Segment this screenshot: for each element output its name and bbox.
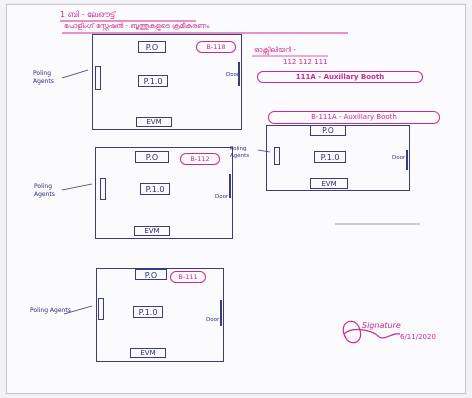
booth-3-door-label: Door (206, 317, 220, 323)
note-line-2: 112 112 111 (283, 58, 328, 66)
booth-4-door-gap (406, 150, 408, 170)
booth-room-1 (92, 34, 242, 130)
signature-mark (342, 320, 401, 344)
booth-4-po: P.O (310, 125, 346, 136)
note-line-1: ഓക്സിലിയറി - (254, 46, 296, 54)
booth-1-agents-label: Poling Agents (33, 70, 54, 85)
booth-4-evm: EVM (310, 178, 348, 189)
booth-2-number: B-112 (180, 153, 220, 165)
booth-4-agents-label: Poling Agents (230, 146, 250, 159)
layout-subtitle: പോളിംഗ് സ്റ്റേഷൻ - ബൂത്തുകളുടെ ക്രമീകരണം (64, 22, 210, 30)
booth-2-po: P.O (135, 151, 169, 163)
booth-3-door-gap (220, 300, 222, 326)
layout-title: 1 ബി - ലേഔട്ട് (60, 10, 116, 19)
booth-2-pro: P.1.0 (140, 183, 170, 195)
booth-3-pro: P.1.0 (133, 306, 163, 318)
booth-3-evm: EVM (130, 348, 166, 358)
booth-2-door-gap (229, 174, 231, 198)
booth-3-agents-bench (98, 298, 104, 320)
booth-3-po: P.O (135, 269, 167, 280)
auxiliary-banner: 111A - Auxillary Booth (257, 71, 423, 83)
booth-1-agents-bench (95, 66, 101, 90)
booth-1-number: B-118 (196, 41, 236, 53)
booth-4-number: B-111A - Auxillary Booth (268, 111, 440, 124)
agents-arrow-4 (257, 149, 271, 153)
booth-1-pro: P.1.0 (138, 75, 168, 87)
booth-3-agents-label: Poling Agents (30, 307, 71, 314)
booth-3-number: B-111 (170, 271, 206, 283)
booth-4-pro: P.1.0 (314, 151, 346, 163)
booth-2-door-label: Door (215, 194, 229, 200)
booth-1-evm: EVM (136, 117, 172, 127)
booth-2-evm: EVM (134, 226, 170, 236)
agents-arrow-2 (61, 183, 93, 191)
paper-sheet (6, 4, 466, 394)
booth-4-agents-bench (274, 147, 280, 165)
booth-2-agents-label: Poling Agents (34, 183, 55, 198)
booth-1-door-gap (238, 62, 240, 86)
booth-1-door-label: Door (226, 72, 240, 78)
signature-date: 6/11/2020 (400, 333, 436, 341)
agents-arrow-3 (63, 305, 93, 315)
booth-4-door-label: Door (392, 155, 406, 161)
agents-arrow-1 (61, 69, 89, 79)
booth-2-agents-bench (100, 178, 106, 200)
booth-room-3 (96, 268, 224, 362)
signature-label: Signature (362, 321, 401, 330)
booth-1-po: P.O (138, 41, 166, 53)
booth-room-2 (95, 147, 233, 239)
